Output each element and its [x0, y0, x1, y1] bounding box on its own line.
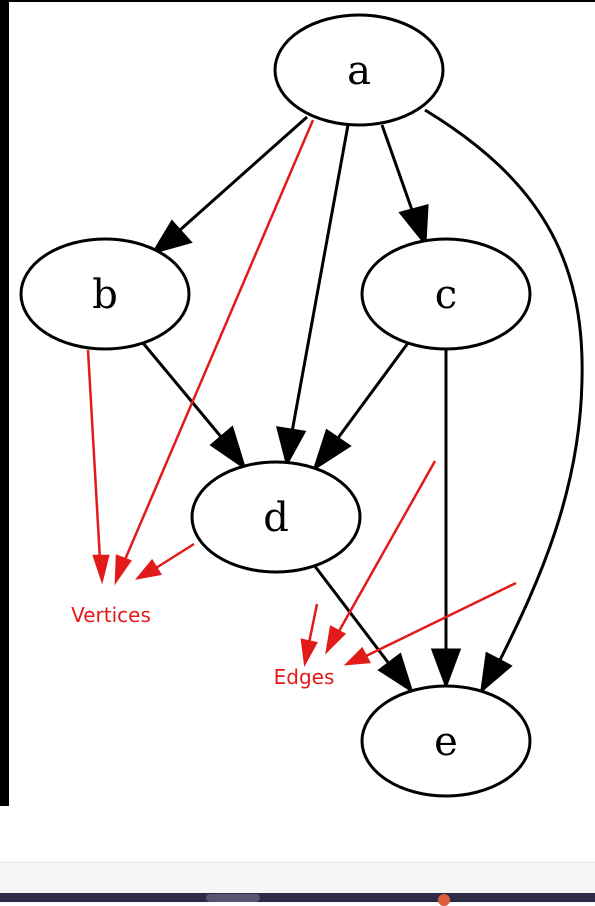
edge-b-d [141, 342, 224, 439]
edge-d-e-arrowhead [377, 652, 414, 694]
edge-a-d-arrowhead [275, 426, 307, 468]
edge-a-d [290, 124, 350, 433]
edges-pointer-short-head [300, 638, 318, 667]
edge-a-e [424, 108, 584, 661]
edges-pointer-from-a-e [365, 581, 517, 658]
edge-b-d-arrowhead [209, 425, 247, 471]
node-b-label: b [92, 272, 118, 318]
edges-pointer-from-c-e-head [325, 625, 347, 655]
vertices-pointer-from-a [122, 119, 315, 563]
frame-left-border [0, 0, 9, 806]
vertices-pointer-from-a-head [114, 554, 132, 586]
vertices-pointer-from-b-head [92, 554, 110, 585]
node-b: b [19, 237, 191, 351]
vertices-pointer-from-b [86, 349, 102, 561]
vertices-pointer-from-d-head [134, 558, 163, 580]
edge-a-c-arrowhead [398, 204, 429, 248]
node-c: c [360, 237, 532, 351]
edge-c-e-arrowhead [430, 648, 462, 690]
node-e: e [360, 684, 532, 798]
edge-c-d-arrowhead [312, 428, 352, 472]
taskbar-pill-icon [206, 894, 260, 902]
edges-pointer-from-a-e-head [343, 646, 371, 666]
frame-top-border [0, 0, 595, 2]
edges-group [141, 108, 584, 694]
taskbar-app-icon [438, 894, 450, 906]
edge-a-e-arrowhead [479, 651, 513, 694]
edge-a-b-arrowhead [150, 219, 193, 255]
node-e-label: e [434, 719, 458, 765]
edges-pointer-from-c-e [336, 460, 437, 634]
node-d: d [190, 460, 362, 574]
node-a-label: a [347, 48, 371, 94]
node-d-label: d [263, 495, 289, 541]
edge-c-d [336, 342, 410, 439]
node-a: a [273, 13, 445, 127]
vertices-pointer-from-d [155, 542, 195, 570]
taskbar-edge [0, 893, 595, 906]
graph-diagram: a b c d e Vertices Edge [19, 13, 584, 798]
vertices-annotation-label: Vertices [71, 603, 151, 627]
node-c-label: c [435, 272, 457, 318]
edges-annotation-label: Edges [274, 665, 335, 689]
edge-a-b [179, 115, 308, 232]
edge-a-c [380, 124, 414, 211]
edge-d-e [312, 564, 392, 666]
edges-pointer-short [307, 603, 319, 644]
nodes-group: a b c d e [19, 13, 532, 798]
annotation-arrows [86, 119, 517, 667]
